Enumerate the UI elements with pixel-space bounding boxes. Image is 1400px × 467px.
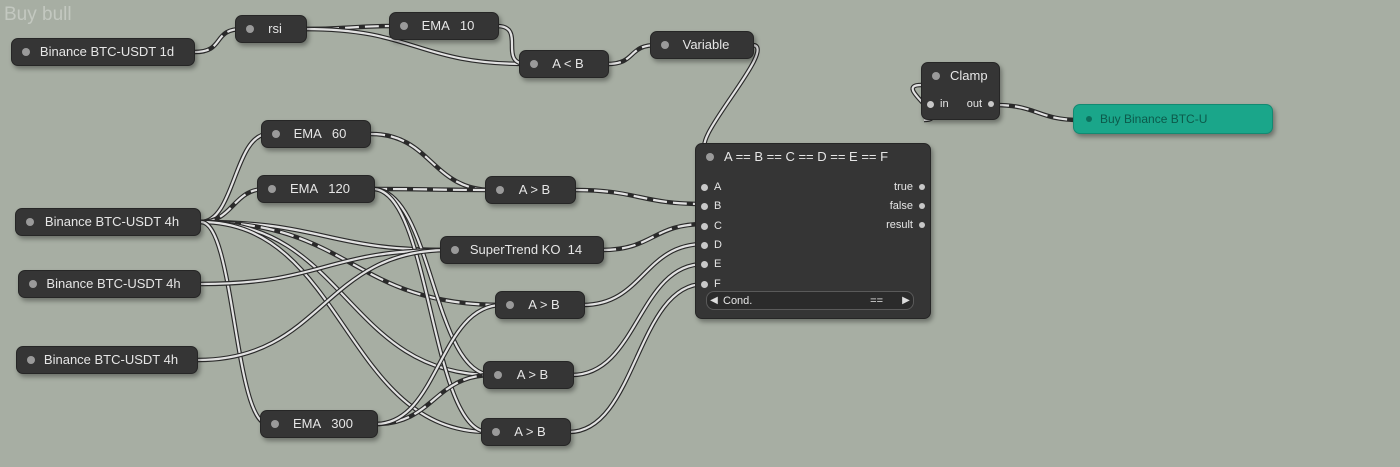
input-port-icon xyxy=(272,130,280,138)
input-port-icon xyxy=(706,153,714,161)
node-label: A > B xyxy=(514,424,546,439)
input-port-icon xyxy=(492,428,500,436)
compare-node-a-lt-b[interactable]: A < B xyxy=(519,50,609,78)
condition-operator-selector[interactable]: ◀ Cond. == ▶ xyxy=(706,291,914,310)
indicator-node-ema-120[interactable]: EMA 120 xyxy=(257,175,375,203)
condition-node[interactable]: A == B == C == D == E == F A B C D E F t… xyxy=(695,143,931,319)
output-port-result[interactable]: result xyxy=(886,219,925,231)
clamp-node[interactable]: Clamp in out xyxy=(921,62,1000,120)
data-source-node-binance-4h-3[interactable]: Binance BTC-USDT 4h xyxy=(16,346,198,374)
input-port-icon xyxy=(29,280,37,288)
wire xyxy=(375,303,503,426)
input-port-icon xyxy=(271,420,279,428)
compare-node-a-gt-b-1[interactable]: A > B xyxy=(485,176,576,204)
wire xyxy=(194,27,243,54)
wire xyxy=(606,43,658,66)
output-port-false[interactable]: false xyxy=(890,200,925,212)
data-source-node-binance-4h-1[interactable]: Binance BTC-USDT 4h xyxy=(15,208,201,236)
wire xyxy=(372,187,493,192)
compare-node-a-gt-b-2[interactable]: A > B xyxy=(495,291,585,319)
selector-label: Cond. xyxy=(723,294,753,307)
input-port-icon xyxy=(506,301,514,309)
node-label: SuperTrend KO 14 xyxy=(469,242,583,257)
input-port-icon xyxy=(932,72,940,80)
wire xyxy=(304,27,528,66)
wire xyxy=(994,103,1081,122)
wire xyxy=(200,220,269,426)
node-label: Binance BTC-USDT 1d xyxy=(39,44,175,59)
input-port-icon xyxy=(661,41,669,49)
node-label: rsi xyxy=(268,21,282,36)
chevron-left-icon[interactable]: ◀ xyxy=(710,295,718,306)
node-label: EMA 10 xyxy=(421,18,475,33)
wire xyxy=(200,248,449,286)
wire xyxy=(372,187,489,434)
input-port-icon xyxy=(400,22,408,30)
wire xyxy=(571,262,705,377)
output-port-true[interactable]: true xyxy=(894,181,925,193)
input-port-icon xyxy=(530,60,538,68)
clamp-output-port[interactable]: out xyxy=(967,98,994,110)
node-label: Variable xyxy=(682,37,730,52)
clamp-node-header[interactable]: Clamp xyxy=(922,63,999,89)
node-label: EMA 60 xyxy=(293,126,347,141)
input-port-icon xyxy=(496,186,504,194)
input-port-icon xyxy=(26,218,34,226)
input-port-icon xyxy=(246,25,254,33)
data-source-node-binance-1d[interactable]: Binance BTC-USDT 1d xyxy=(11,38,195,66)
condition-node-header[interactable]: A == B == C == D == E == F xyxy=(696,144,930,170)
data-source-node-binance-4h-2[interactable]: Binance BTC-USDT 4h xyxy=(18,270,201,298)
buy-action-node[interactable]: Buy Binance BTC-U xyxy=(1073,104,1273,134)
input-port-icon xyxy=(451,246,459,254)
graph-title: Buy bull xyxy=(4,4,72,25)
wire xyxy=(573,188,705,206)
indicator-node-supertrend[interactable]: SuperTrend KO 14 xyxy=(440,236,604,264)
compare-node-a-gt-b-4[interactable]: A > B xyxy=(481,418,571,446)
input-port-icon xyxy=(494,371,502,379)
input-port-d[interactable]: D xyxy=(701,239,722,251)
wire xyxy=(200,220,503,307)
node-label: A > B xyxy=(518,182,551,197)
wire xyxy=(568,282,705,434)
input-port-icon xyxy=(27,356,35,364)
input-port-e[interactable]: E xyxy=(701,258,721,270)
input-port-icon xyxy=(268,185,276,193)
condition-node-title: A == B == C == D == E == F xyxy=(724,149,889,164)
node-label: EMA 300 xyxy=(293,416,353,431)
indicator-node-ema-10[interactable]: EMA 10 xyxy=(389,12,499,40)
wire xyxy=(703,43,759,152)
wire xyxy=(582,242,705,307)
wire xyxy=(200,220,489,434)
clamp-input-port[interactable]: in xyxy=(927,98,949,110)
indicator-node-rsi[interactable]: rsi xyxy=(235,15,307,43)
action-label: Buy Binance BTC-U xyxy=(1100,112,1208,126)
wire xyxy=(197,248,449,362)
indicator-node-ema-60[interactable]: EMA 60 xyxy=(261,120,371,148)
variable-node[interactable]: Variable xyxy=(650,31,754,59)
node-label: A > B xyxy=(528,297,560,312)
selector-value: == xyxy=(870,294,883,307)
clamp-node-title: Clamp xyxy=(950,68,988,83)
input-port-a[interactable]: A xyxy=(701,181,721,193)
wire xyxy=(601,222,705,252)
wire xyxy=(370,132,493,192)
node-label: Binance BTC-USDT 4h xyxy=(43,352,179,367)
chevron-right-icon[interactable]: ▶ xyxy=(902,295,910,306)
node-label: EMA 120 xyxy=(290,181,350,196)
indicator-node-ema-300[interactable]: EMA 300 xyxy=(260,410,378,438)
input-port-f[interactable]: F xyxy=(701,278,721,290)
input-port-icon xyxy=(1086,116,1092,122)
node-label: Binance BTC-USDT 4h xyxy=(46,276,181,291)
compare-node-a-gt-b-3[interactable]: A > B xyxy=(483,361,574,389)
input-port-icon xyxy=(22,48,30,56)
node-label: A > B xyxy=(516,367,549,382)
node-label: Binance BTC-USDT 4h xyxy=(44,214,180,229)
wire xyxy=(375,373,493,426)
input-port-b[interactable]: B xyxy=(701,200,721,212)
input-port-c[interactable]: C xyxy=(701,220,722,232)
node-label: A < B xyxy=(552,56,584,71)
